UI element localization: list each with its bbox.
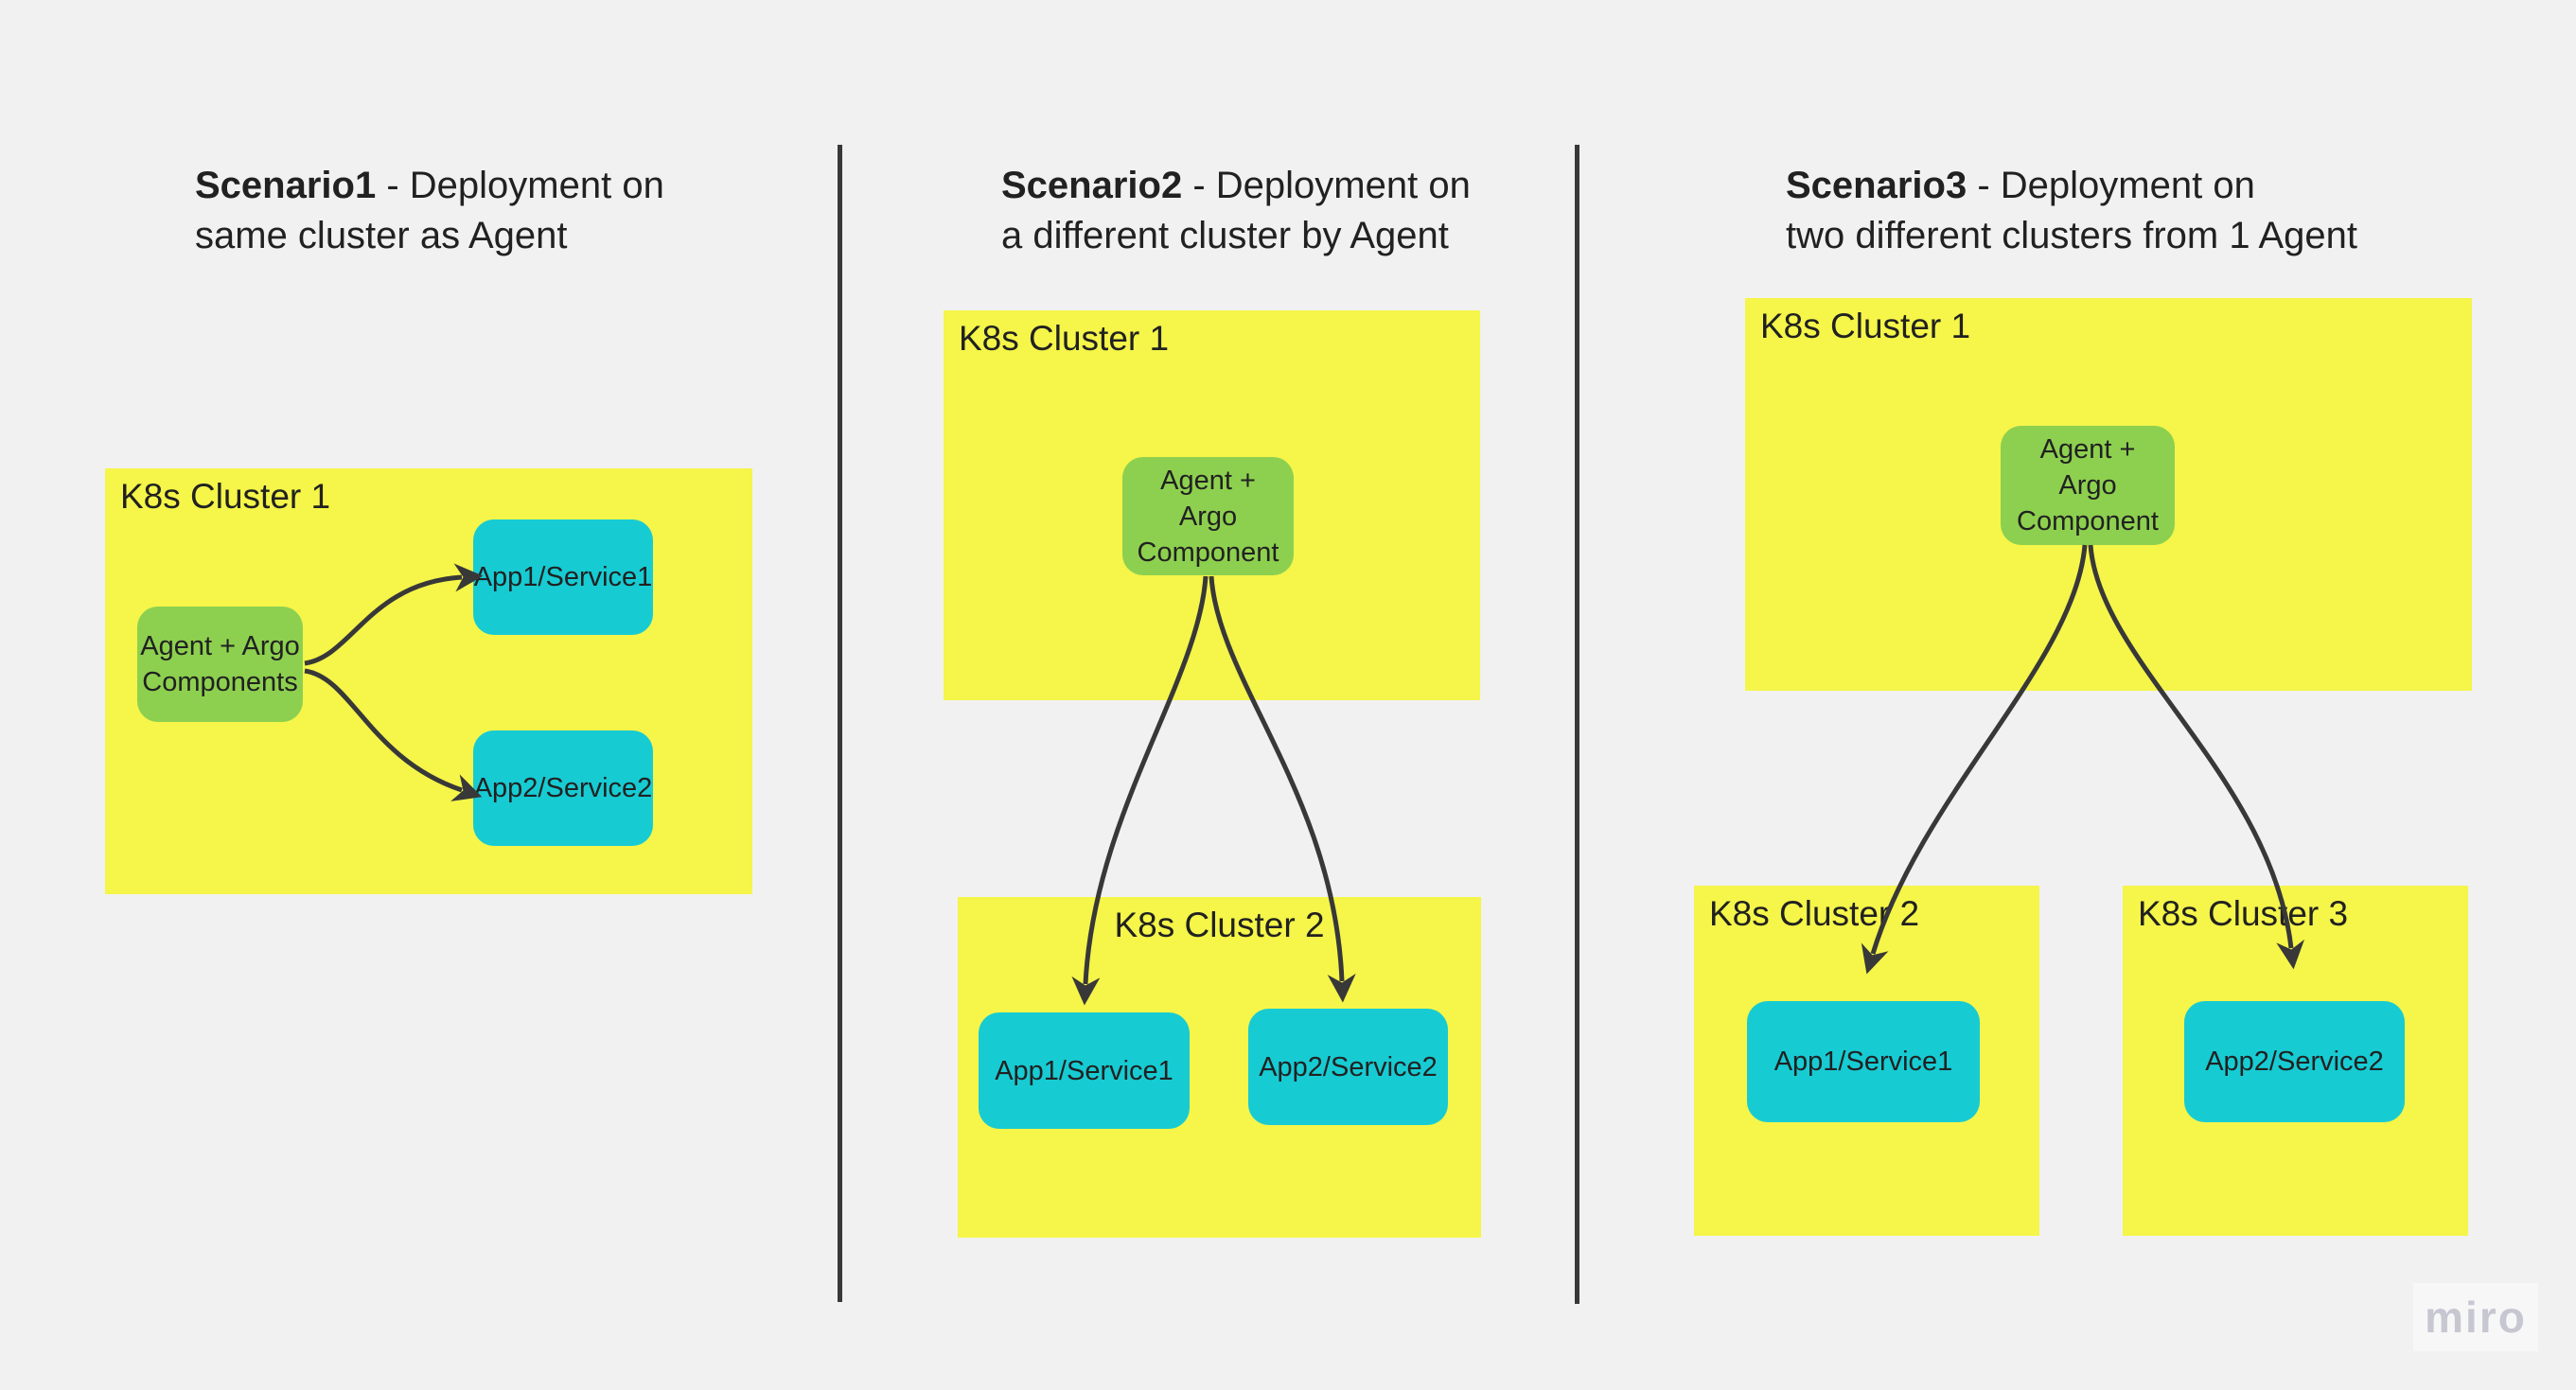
scenario1-title-line2: same cluster as Agent <box>195 215 568 256</box>
scenario3-title-line1: Scenario3 - Deployment on <box>1786 161 2357 211</box>
scenario2-cluster2-label: K8s Cluster 2 <box>1114 906 1325 944</box>
scenario2-name: Scenario2 <box>1001 165 1183 206</box>
scenario2-app1-node: App1/Service1 <box>979 1012 1190 1129</box>
scenario1-app1-node: App1/Service1 <box>473 519 653 635</box>
miro-watermark: miro <box>2413 1283 2538 1351</box>
scenario2-title: Scenario2 - Deployment on a different cl… <box>1001 161 1471 261</box>
scenario1-title-line1: Scenario1 - Deployment on <box>195 161 664 211</box>
scenario1-name: Scenario1 <box>195 165 377 206</box>
scenario1-cluster1-label: K8s Cluster 1 <box>120 477 331 516</box>
scenario3-name: Scenario3 <box>1786 165 1967 206</box>
scenario2-agent-node: Agent + Argo Component <box>1122 457 1294 575</box>
scenario1-app2-node: App2/Service2 <box>473 730 653 846</box>
scenario3-title: Scenario3 - Deployment on two different … <box>1786 161 2357 261</box>
scenario2-title-line1: Scenario2 - Deployment on <box>1001 161 1471 211</box>
scenario3-agent-node: Agent + Argo Component <box>2001 426 2175 545</box>
scenario3-cluster2-label: K8s Cluster 2 <box>1709 894 1920 933</box>
scenario3-app1-node: App1/Service1 <box>1747 1001 1980 1122</box>
scenario2-app2-node: App2/Service2 <box>1248 1009 1448 1125</box>
scenario2-cluster1-label: K8s Cluster 1 <box>959 319 1170 358</box>
scenario3-title-rest: - Deployment on <box>1967 165 2255 206</box>
scenario3-title-line2: two different clusters from 1 Agent <box>1786 215 2358 256</box>
scenario2-title-rest: - Deployment on <box>1182 165 1471 206</box>
scenario3-cluster1-label: K8s Cluster 1 <box>1760 307 1971 345</box>
column-divider-1 <box>838 145 842 1302</box>
scenario3-cluster3-label: K8s Cluster 3 <box>2138 894 2349 933</box>
scenario2-title-line2: a different cluster by Agent <box>1001 215 1449 256</box>
scenario1-agent-node: Agent + Argo Components <box>137 607 303 722</box>
column-divider-2 <box>1575 145 1579 1304</box>
scenario1-title-rest: - Deployment on <box>376 165 664 206</box>
scenario3-app2-node: App2/Service2 <box>2184 1001 2405 1122</box>
scenario1-title: Scenario1 - Deployment on same cluster a… <box>195 161 664 261</box>
